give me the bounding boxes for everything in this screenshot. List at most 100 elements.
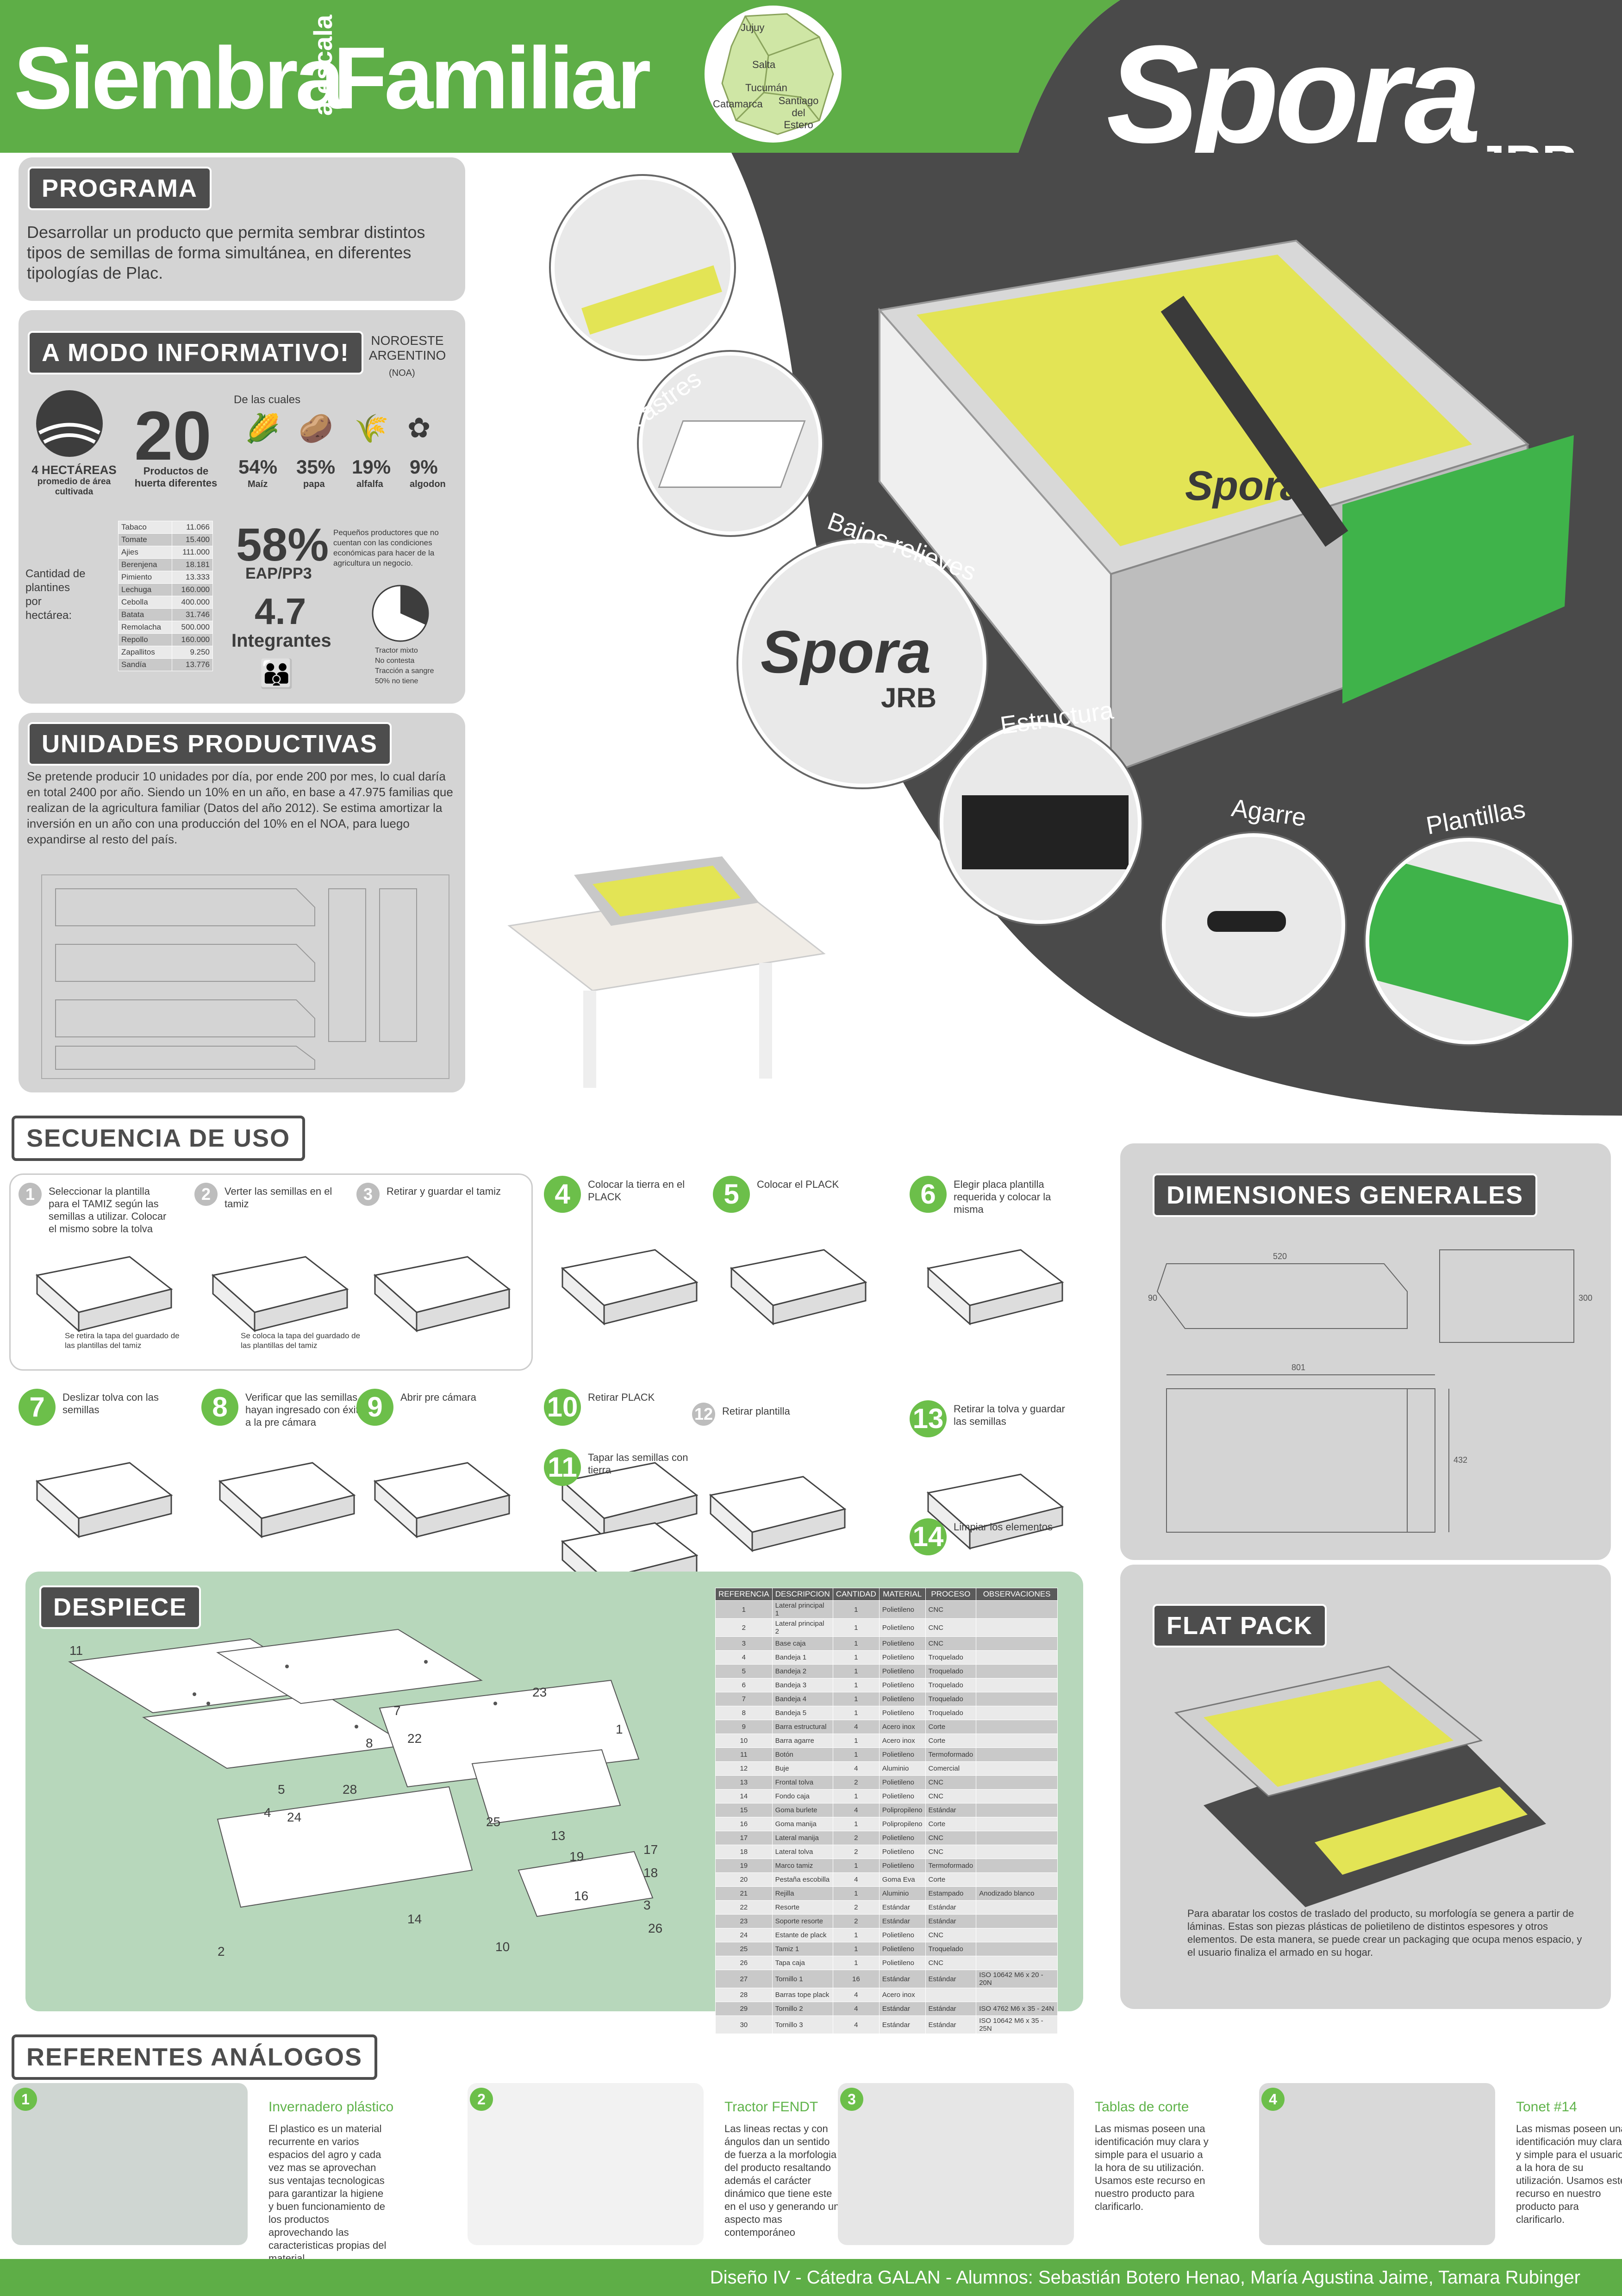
- despiece-cell: Estándar: [925, 2015, 977, 2034]
- despiece-cell: Estándar: [879, 1900, 926, 1915]
- referente-image: [1259, 2083, 1495, 2245]
- despiece-cell: [976, 1720, 1058, 1734]
- despiece-cell: Polietileno: [879, 1928, 926, 1942]
- despiece-cell: Bandeja 1: [772, 1650, 833, 1665]
- despiece-cell: 9: [715, 1720, 773, 1734]
- step-label: Retirar la tolva y guardar las semillas: [954, 1403, 1065, 1427]
- despiece-cell: CNC: [925, 1600, 977, 1619]
- despiece-cell: Troquelado: [925, 1706, 977, 1720]
- callout-brand-text: Spora: [761, 618, 931, 686]
- despiece-cell: Corte: [925, 1734, 977, 1748]
- despiece-cell: 1: [832, 1692, 880, 1706]
- part-label: 22: [407, 1731, 422, 1746]
- despiece-cell: Polietileno: [879, 1859, 926, 1873]
- table-render: [507, 856, 826, 1088]
- crop-pct-papa: 35%: [296, 456, 336, 478]
- despiece-cell: Tapa caja: [772, 1956, 833, 1970]
- plantines-value: 160.000: [172, 583, 213, 596]
- despiece-cell: CNC: [925, 1845, 977, 1859]
- despiece-cell: 2: [832, 1845, 880, 1859]
- despiece-cell: [976, 1803, 1058, 1817]
- despiece-cell: 1: [832, 1747, 880, 1762]
- despiece-cell: Botón: [772, 1747, 833, 1762]
- despiece-cell: Polietileno: [879, 1775, 926, 1790]
- despiece-cell: 1: [832, 1636, 880, 1651]
- despiece-cell: 24: [715, 1928, 773, 1942]
- referente-number: 4: [1261, 2088, 1285, 2111]
- step-number: 7: [19, 1389, 56, 1426]
- despiece-cell: Goma Eva: [879, 1872, 926, 1887]
- despiece-cell: [976, 1914, 1058, 1928]
- despiece-cell: 1: [832, 1600, 880, 1619]
- plantines-value: 13.776: [172, 658, 213, 671]
- despiece-cell: Marco tamiz: [772, 1859, 833, 1873]
- step-number: 1: [19, 1183, 42, 1206]
- step-illustration: [561, 1462, 699, 1539]
- despiece-cell: Estante de plack: [772, 1928, 833, 1942]
- integrantes-label: Integrantes: [231, 630, 331, 651]
- plantines-value: 111.000: [172, 546, 213, 559]
- plantines-value: 160.000: [172, 633, 213, 646]
- despiece-header: PROCESO: [925, 1588, 977, 1601]
- part-label: 5: [278, 1782, 285, 1797]
- despiece-cell: 16: [832, 1970, 880, 1988]
- despiece-cell: Buje: [772, 1761, 833, 1776]
- step-label: Retirar PLACK: [588, 1391, 655, 1403]
- part-label: 23: [532, 1685, 547, 1699]
- despiece-cell: Polipropileno: [879, 1817, 926, 1831]
- despiece-cell: 22: [715, 1900, 773, 1915]
- referente-title: Tablas de corte: [1095, 2099, 1189, 2115]
- despiece-cell: 23: [715, 1914, 773, 1928]
- despiece-cell: [976, 1747, 1058, 1762]
- plantines-crop: Lechuga: [118, 583, 173, 596]
- step-note: Se retira la tapa del guardado de las pl…: [65, 1331, 180, 1350]
- despiece-header: OBSERVACIONES: [976, 1588, 1058, 1601]
- title-familiar: Familiar: [333, 29, 651, 127]
- despiece-cell: [976, 1761, 1058, 1776]
- despiece-cell: [976, 1900, 1058, 1915]
- crop-pct-algodon: 9%: [410, 456, 438, 478]
- plantines-value: 500.000: [172, 621, 213, 634]
- pie-legend-item: Tractor mixto: [375, 647, 418, 655]
- despiece-cell: Estándar: [879, 2002, 926, 2016]
- step-label: Tapar las semillas con tierra: [588, 1452, 688, 1476]
- part-label: 8: [366, 1736, 373, 1750]
- despiece-cell: Polietileno: [879, 1956, 926, 1970]
- despiece-cell: 1: [832, 1956, 880, 1970]
- step-number: 4: [544, 1176, 581, 1213]
- dim-520: 520: [1273, 1252, 1287, 1261]
- informativo-title: A MODO INFORMATIVO!: [28, 331, 363, 374]
- despiece-cell: Polietileno: [879, 1845, 926, 1859]
- despiece-cell: 1: [832, 1734, 880, 1748]
- plantines-value: 400.000: [172, 596, 213, 609]
- plantines-crop: Cebolla: [118, 596, 173, 609]
- step-label: Abrir pre cámara: [400, 1391, 476, 1403]
- despiece-cell: Acero inox: [879, 1720, 926, 1734]
- step-number: 11: [544, 1449, 581, 1486]
- part-label: 28: [343, 1782, 357, 1797]
- despiece-cell: Estándar: [925, 1900, 977, 1915]
- despiece-cell: 11: [715, 1747, 773, 1762]
- despiece-cell: [976, 1872, 1058, 1887]
- step-illustration: [35, 1462, 173, 1539]
- productos-value: 20: [134, 397, 212, 474]
- despiece-cell: 13: [715, 1775, 773, 1790]
- crop-pct-maiz: 54%: [238, 456, 278, 478]
- map-label-salta: Salta: [752, 59, 776, 70]
- header-band: [0, 0, 1622, 153]
- step-illustration: [211, 1256, 349, 1333]
- despiece-cell: Fondo caja: [772, 1789, 833, 1803]
- plantines-crop: Pimiento: [118, 571, 173, 584]
